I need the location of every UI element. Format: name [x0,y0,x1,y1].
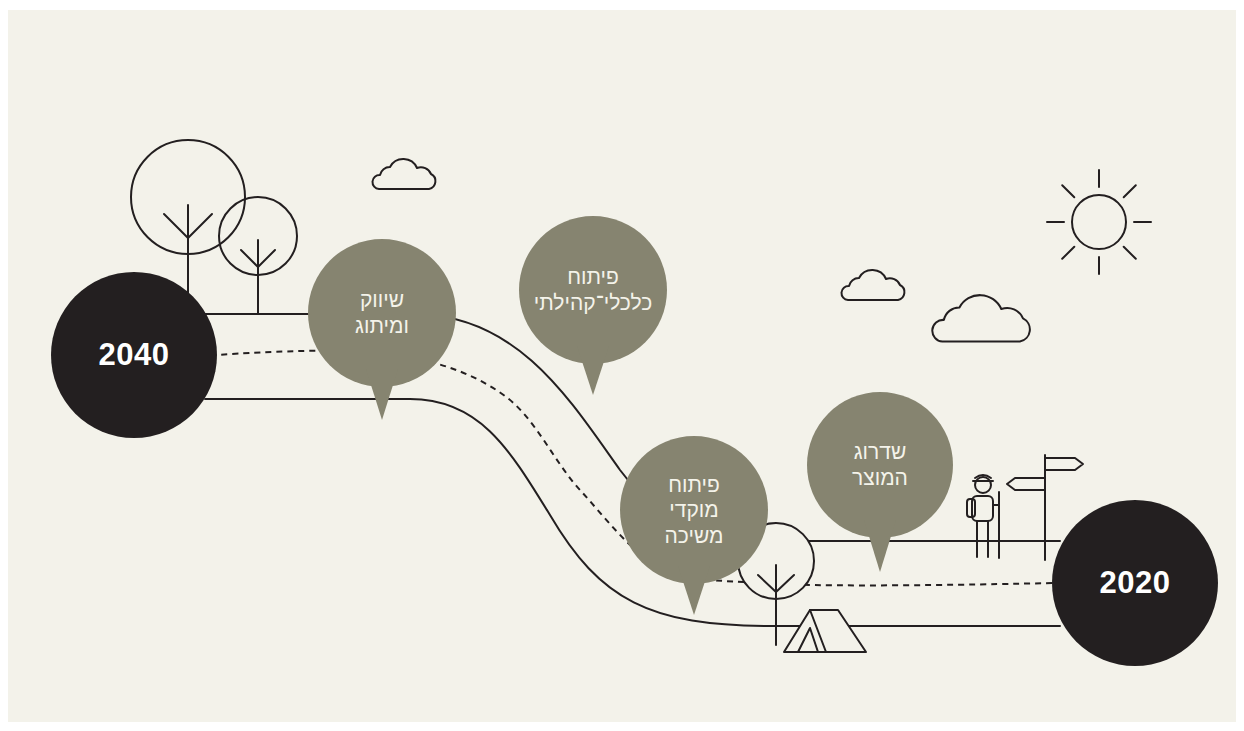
milestone-year: 2020 [1100,565,1171,601]
bubble-disc [620,436,768,584]
milestone-circle: 2020 [1052,500,1218,666]
signpost-arrow [1045,458,1083,470]
speech-bubble: פיתוח מוקדי משיכה [620,436,768,615]
road-path [217,351,1052,586]
tree-branches [164,214,212,238]
sun-ray [1062,185,1074,197]
tree-crown [131,140,245,254]
speech-bubble: פיתוח כלכלי־קהילתי [519,216,667,395]
sun-ray [1047,221,1064,223]
bubble-label: פיתוח כלכלי־קהילתי [534,264,652,315]
sun-ray [1134,221,1151,223]
bubble-label: שדרוג המוצר [852,439,908,490]
text-holder: שדרוג המוצר [807,392,953,538]
background-panel [8,10,1236,722]
milestone-circle: 2040 [51,272,217,438]
milestone-year: 2040 [99,337,170,373]
text-holder: שיווק ומיתוג [308,239,456,387]
bubble-pointer [864,520,896,572]
bubble-label: פיתוח מוקדי משיכה [665,472,724,549]
tent-door [798,610,826,652]
tent [784,610,866,652]
cloud [932,295,1030,341]
bubble-pointer [678,566,710,615]
bubble-disc [519,216,667,364]
hiker-head [975,477,991,493]
sun-ray [1124,247,1136,259]
tree-branches [241,250,275,267]
bubble-label: שיווק ומיתוג [355,287,409,338]
bubble-disc [308,239,456,387]
bubble-pointer [577,346,609,395]
tree-trunk [257,240,259,314]
tree-trunk [775,565,777,645]
hiker-leg [987,521,989,557]
sun-ray [1098,170,1100,187]
hiker-stick [998,492,1000,558]
sun-disc [1072,195,1126,249]
text-holder: 2020 [1052,500,1218,666]
signpost-arrow [1007,478,1045,490]
hiker-backpack [967,499,975,517]
tree-branches [758,575,794,592]
bubble-disc [807,392,953,538]
milestone-disc [1052,500,1218,666]
text-holder: 2040 [51,272,217,438]
speech-bubble: שיווק ומיתוג [308,239,456,420]
text-holder: פיתוח כלכלי־קהילתי [519,216,667,364]
milestone-disc [51,272,217,438]
bubble-pointer [366,369,398,420]
sun-ray [1124,185,1136,197]
speech-bubble: שדרוג המוצר [807,392,953,572]
hiker-leg [976,521,978,557]
text-holder: פיתוח מוקדי משיכה [620,436,768,584]
hiker-cap [973,475,993,481]
cloud [372,159,435,189]
sun-ray [1098,257,1100,274]
cloud [841,270,904,300]
sun-ray [1062,247,1074,259]
